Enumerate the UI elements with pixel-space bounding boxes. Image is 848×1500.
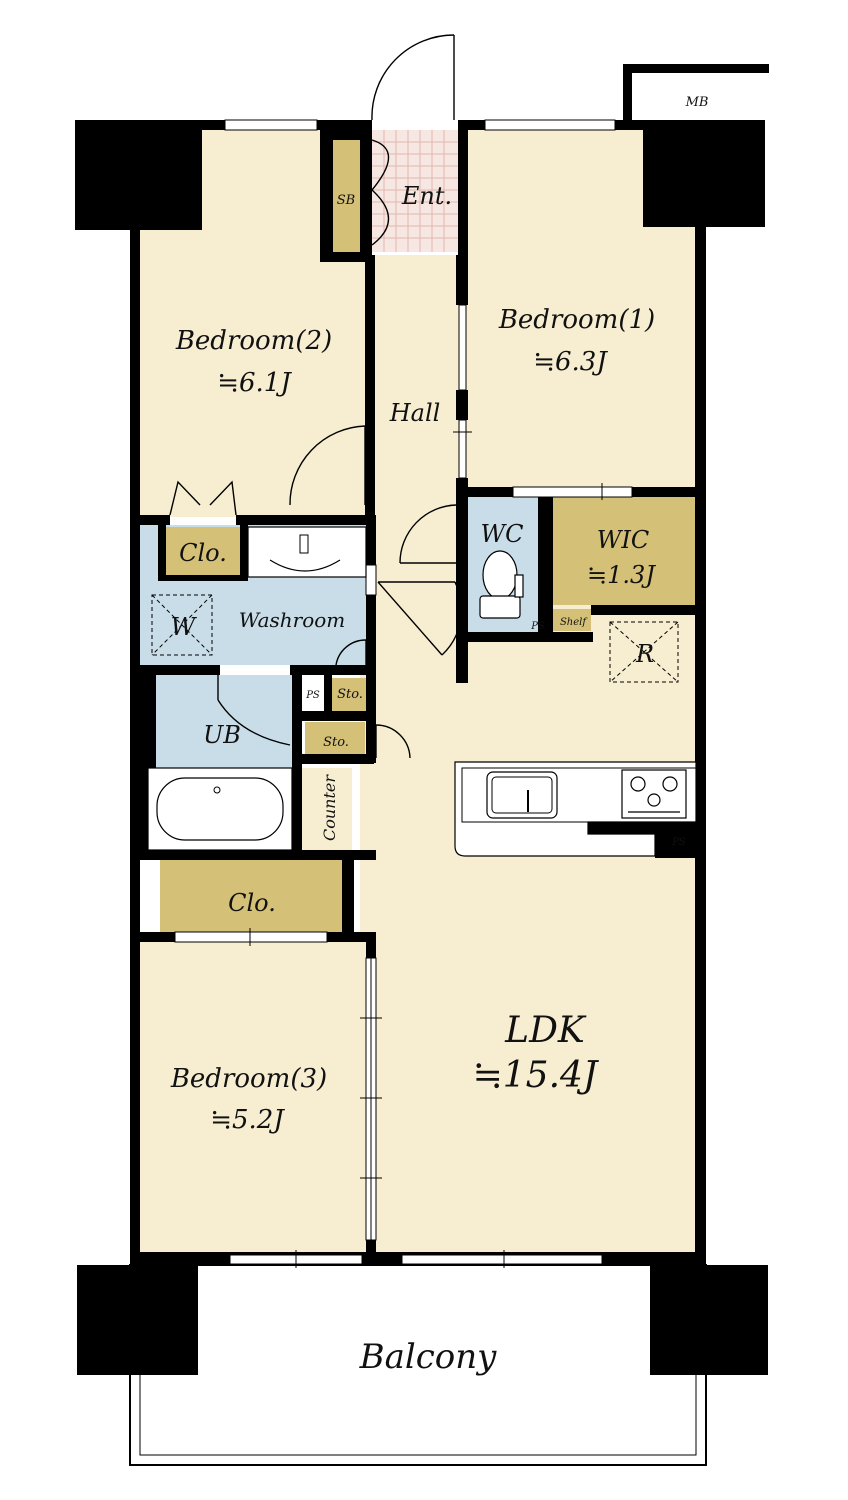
- bedroom2-size: ≒6.1J: [217, 368, 292, 398]
- fixtures: [147, 526, 697, 857]
- clo-lower-floor: [160, 860, 342, 932]
- clo-upper-floor: [166, 527, 240, 575]
- stove-icon: [621, 769, 687, 819]
- toilet-icon: [479, 550, 524, 619]
- wic-floor: [553, 497, 696, 605]
- bedroom1-label: Bedroom(1): [498, 305, 655, 335]
- bedroom1-size: ≒6.3J: [533, 347, 608, 377]
- storage-lower-label: Sto.: [323, 735, 349, 750]
- column-bottom-right: [650, 1265, 768, 1375]
- ps-ub-label: PS: [305, 690, 320, 701]
- hall-label: Hall: [389, 399, 441, 427]
- kitchen-sink-icon: [486, 771, 558, 819]
- sto-lower-floor: [305, 722, 365, 754]
- sb-label: SB: [337, 193, 355, 208]
- entrance-label: Ent.: [401, 182, 452, 210]
- washer-label: W: [171, 613, 198, 641]
- counter-label: Counter: [320, 774, 339, 841]
- ldk-floor: [360, 605, 697, 1255]
- walls: [75, 64, 769, 1375]
- washer-space: [151, 594, 213, 656]
- column-top-right: [643, 120, 765, 227]
- ub-floor: [156, 675, 292, 768]
- ps-wc-label: PS: [530, 621, 545, 632]
- refrigerator-label: R: [635, 640, 654, 668]
- mb-label: MB: [685, 95, 709, 110]
- bedroom3-label: Bedroom(3): [170, 1064, 327, 1094]
- ldk-label: LDK: [504, 1010, 587, 1051]
- washroom-label: Washroom: [239, 608, 346, 632]
- column-top-left: [75, 120, 202, 230]
- shelf-floor: [553, 609, 591, 631]
- wc-label: WC: [480, 520, 523, 548]
- sto-upper-floor: [332, 678, 366, 711]
- bedroom2-label: Bedroom(2): [175, 326, 332, 356]
- ldk-size: ≒15.4J: [473, 1055, 600, 1096]
- bedroom3-floor: [140, 940, 366, 1255]
- sink-icon: [269, 559, 341, 572]
- closet-lower-label: Clo.: [228, 889, 276, 917]
- wic-label: WIC: [597, 526, 650, 554]
- fridge-space: [609, 621, 679, 683]
- windows: [174, 119, 633, 1268]
- wic-size: ≒1.3J: [587, 561, 656, 589]
- sb-floor: [333, 140, 360, 252]
- doors: [169, 34, 463, 759]
- balcony-area: [129, 1264, 707, 1466]
- ps-kitchen-label: PS: [671, 837, 686, 848]
- shelf-label: Shelf: [560, 617, 588, 628]
- closet-upper-label: Clo.: [179, 539, 227, 567]
- storage-upper-label: Sto.: [337, 687, 363, 702]
- ub-label: UB: [203, 721, 241, 749]
- bedroom3-size: ≒5.2J: [210, 1105, 285, 1135]
- column-bottom-left: [77, 1265, 198, 1375]
- balcony-label: Balcony: [359, 1337, 498, 1377]
- counter-floor: [300, 768, 352, 850]
